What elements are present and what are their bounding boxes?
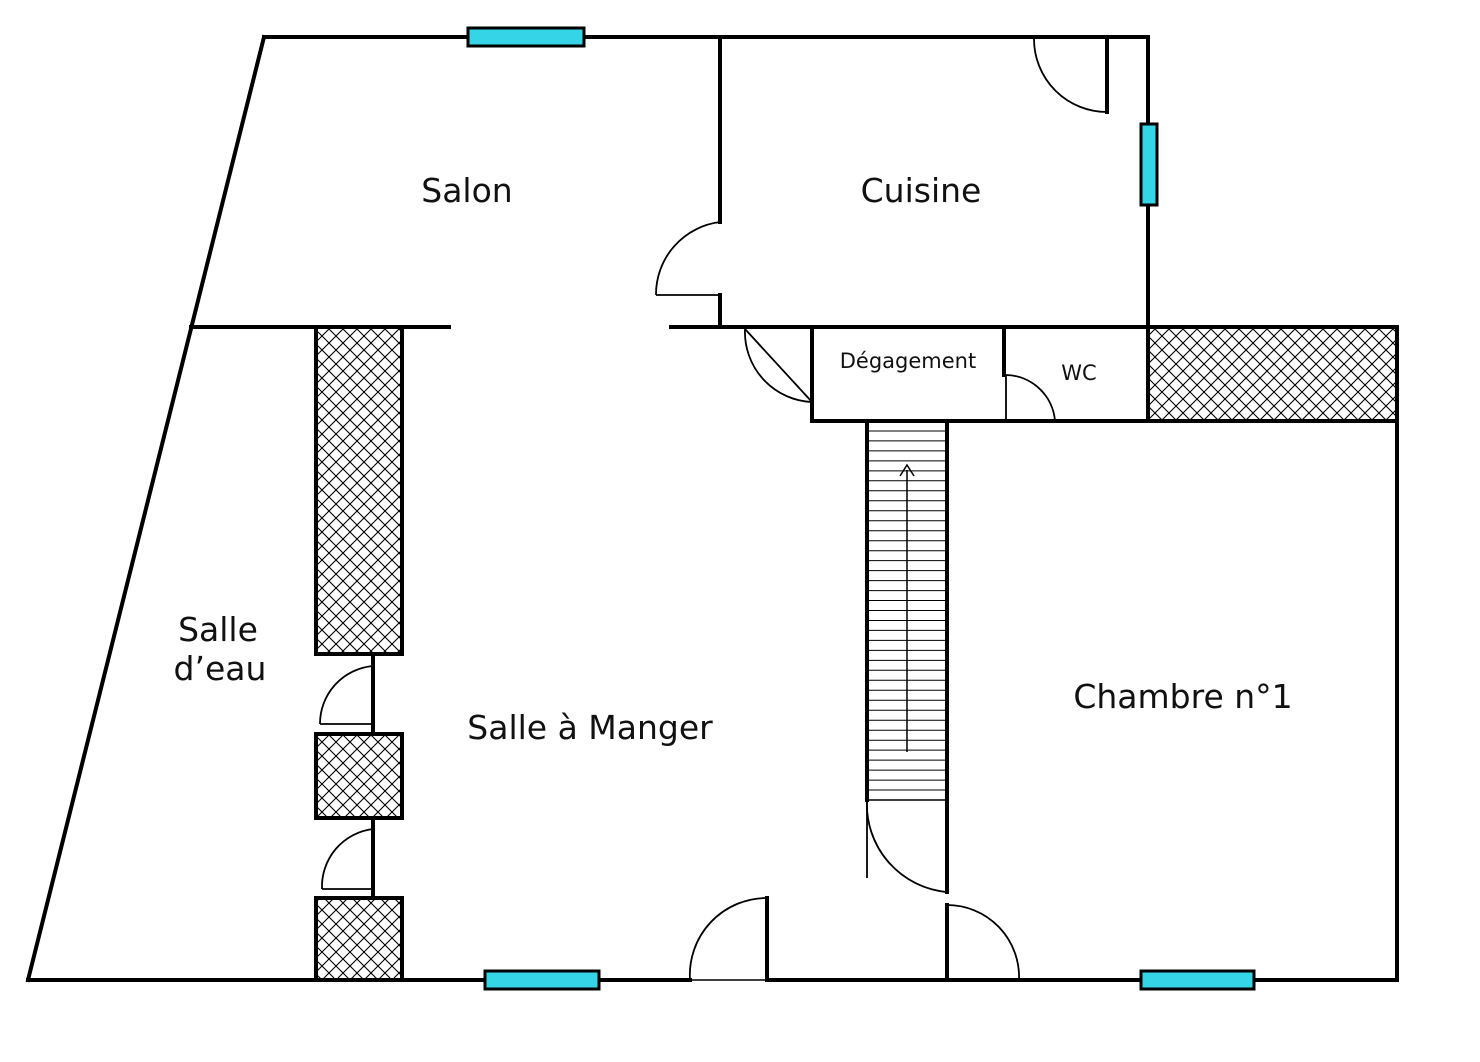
window-salon xyxy=(466,26,586,48)
door-degagement xyxy=(744,328,813,403)
hatched-block-bottom xyxy=(314,896,404,982)
door-under-stairs xyxy=(866,799,948,893)
window-chambre xyxy=(1139,969,1256,991)
door-salle-eau-upper xyxy=(319,665,374,725)
door-chambre xyxy=(946,904,1020,981)
stair-arrow-icon xyxy=(899,463,915,477)
hatched-blocks xyxy=(314,325,1399,982)
window-cuisine xyxy=(1139,122,1159,207)
door-wc xyxy=(1005,374,1056,422)
windows xyxy=(466,26,1256,991)
window-salle-a-manger xyxy=(483,969,601,991)
hatched-block-wc-side xyxy=(1146,325,1399,423)
door-cuisine xyxy=(1033,37,1109,114)
door-salle-eau-lower xyxy=(321,828,374,890)
doors xyxy=(319,37,1109,982)
label-chambre: Chambre n°1 xyxy=(1073,677,1292,716)
door-entrance xyxy=(688,896,769,982)
label-salon: Salon xyxy=(421,171,512,210)
door-salon-cuisine xyxy=(655,221,721,296)
staircase xyxy=(866,420,948,801)
label-salle-eau-line1: Salle xyxy=(178,610,258,649)
label-salle-a-manger: Salle à Manger xyxy=(467,708,713,747)
room-labels: Salon Cuisine Dégagement WC Salle d’eau … xyxy=(174,171,1293,747)
hatched-block-duct xyxy=(314,325,404,656)
label-cuisine: Cuisine xyxy=(861,171,982,210)
label-degagement: Dégagement xyxy=(840,349,976,373)
label-wc: WC xyxy=(1061,361,1096,385)
hatched-block-middle xyxy=(314,732,404,820)
exterior-walls xyxy=(25,34,1399,983)
label-salle-eau-line2: d’eau xyxy=(174,649,267,688)
